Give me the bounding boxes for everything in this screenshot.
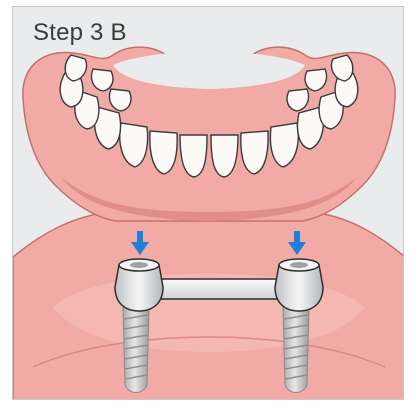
overdenture-illustration [13, 7, 404, 400]
implant-left [123, 307, 149, 393]
step-title: Step 3 B [33, 19, 127, 47]
diagram-frame: Step 3 B [12, 6, 404, 400]
implant-right [283, 307, 309, 393]
